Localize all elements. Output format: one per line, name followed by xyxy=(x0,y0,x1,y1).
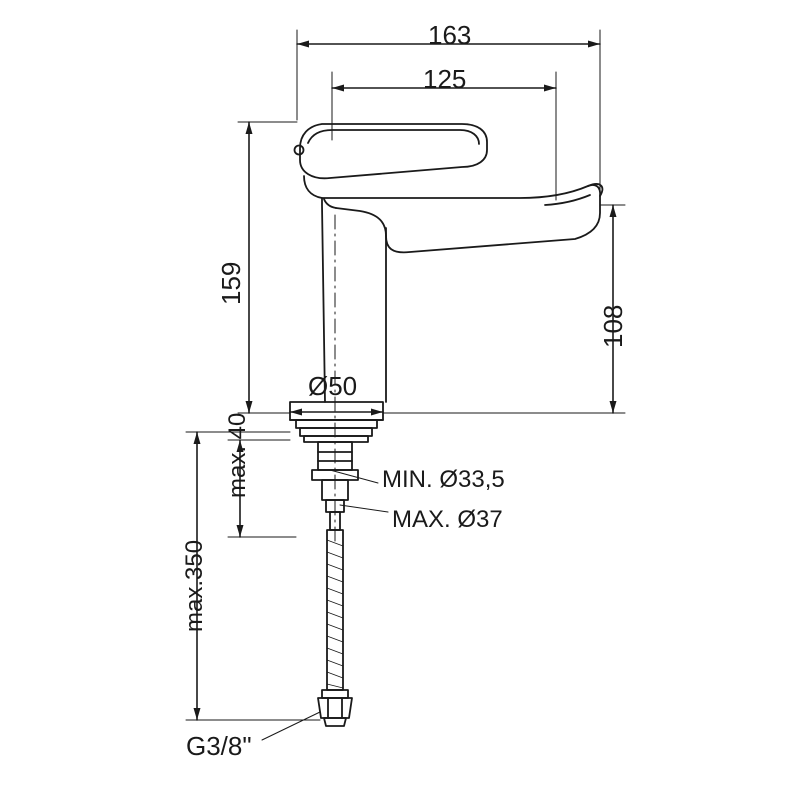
dimension-label-connection-thread: G3/8" xyxy=(186,731,252,761)
dimension-label-hole-min: MIN. Ø33,5 xyxy=(382,466,505,493)
dimension-label-hole-max: MAX. Ø37 xyxy=(392,506,503,533)
dimension-label-base-diameter: Ø50 xyxy=(308,371,358,401)
dimension-label-width-total: 163 xyxy=(428,20,472,50)
dimension-label-width-spout: 125 xyxy=(423,64,467,94)
dimension-label-height-spout: 108 xyxy=(598,304,628,348)
extension-lines xyxy=(185,29,626,741)
dimension-label-thread-max: max. 40 xyxy=(224,412,251,498)
dimension-label-height-total: 159 xyxy=(216,261,246,305)
dimension-lines xyxy=(193,40,617,721)
dimension-label-hose-max: max.350 xyxy=(181,539,208,632)
faucet-body-outline xyxy=(289,123,604,727)
